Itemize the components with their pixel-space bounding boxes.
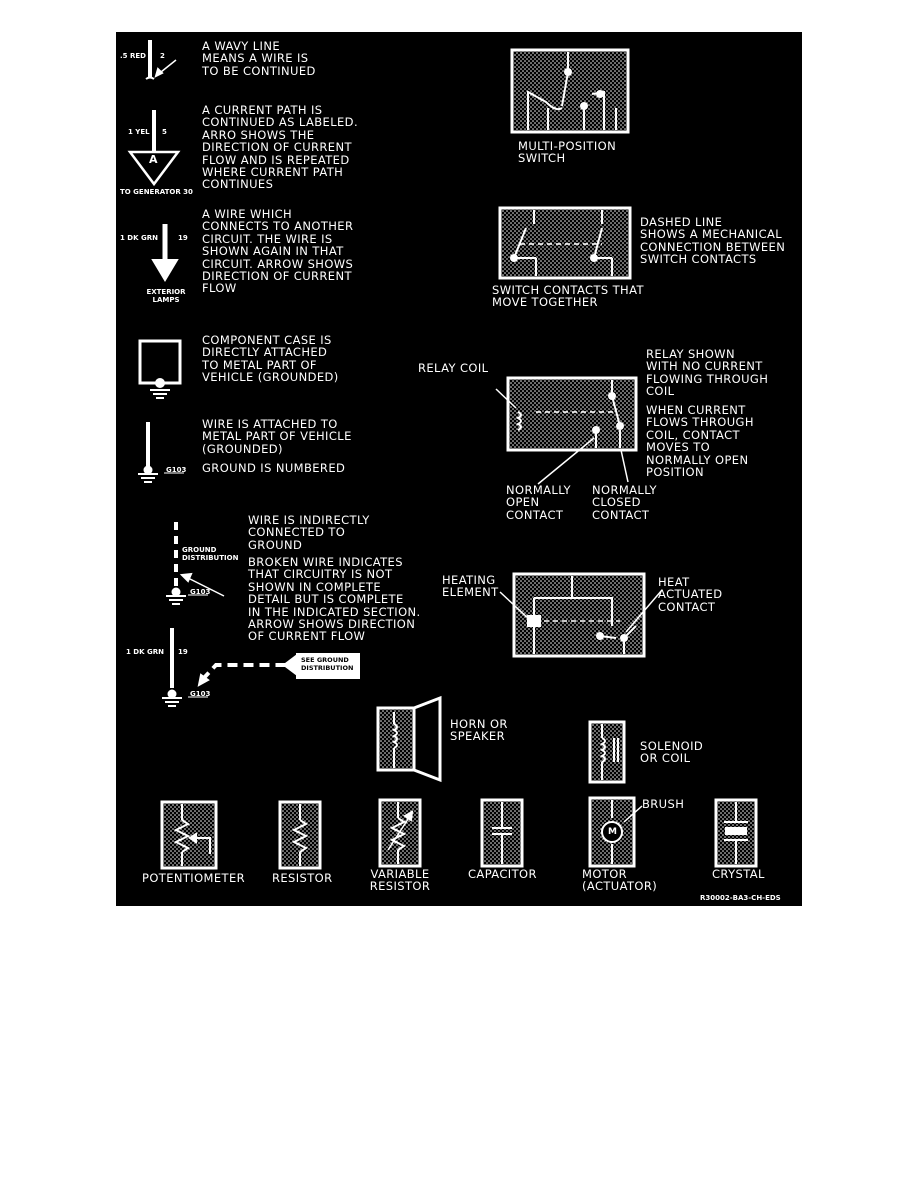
caption-crystal: CRYSTAL bbox=[712, 867, 765, 881]
resistor-symbol bbox=[278, 800, 322, 870]
destination-label: TO GENERATOR 30 bbox=[120, 188, 193, 196]
ground-id-label: G103 bbox=[166, 466, 187, 474]
current-path-symbol bbox=[127, 110, 181, 187]
destination-label: EXTERIOR LAMPS bbox=[146, 288, 186, 304]
wire-color-label: 1 YEL bbox=[128, 128, 150, 136]
crystal-symbol bbox=[714, 798, 758, 868]
multi-position-switch-symbol bbox=[510, 48, 630, 134]
note-normally-closed: NORMALLY CLOSED CONTACT bbox=[592, 483, 657, 522]
circuit-number-label: 5 bbox=[162, 128, 167, 136]
note-wire-attached: WIRE IS ATTACHED TO METAL PART OF VEHICL… bbox=[202, 417, 352, 456]
capacitor-symbol bbox=[480, 798, 524, 868]
circuit-continuation-symbol bbox=[151, 224, 179, 282]
caption-capacitor: CAPACITOR bbox=[468, 867, 537, 881]
legend-panel: .5 RED 2 1 YEL 5 A TO GENERATOR 30 1 DK … bbox=[116, 32, 802, 906]
note-dashed-line: DASHED LINE SHOWS A MECHANICAL CONNECTIO… bbox=[640, 215, 786, 267]
note-relay-current: WHEN CURRENT FLOWS THROUGH COIL, CONTACT… bbox=[646, 403, 754, 480]
see-ground-distribution-box: SEE GROUND DISTRIBUTION bbox=[300, 656, 355, 673]
note-horn: HORN OR SPEAKER bbox=[450, 717, 508, 744]
variable-resistor-symbol bbox=[378, 798, 422, 868]
caption-resistor: RESISTOR bbox=[272, 871, 333, 885]
wire-color-label: .5 RED bbox=[120, 52, 146, 60]
note-solenoid: SOLENOID OR COIL bbox=[640, 739, 704, 766]
wire-color-label: 1 DK GRN bbox=[126, 648, 164, 656]
motor-letter: M bbox=[608, 827, 617, 837]
note-ground-numbered: GROUND IS NUMBERED bbox=[202, 461, 346, 475]
heat-actuated-contact-symbol bbox=[499, 572, 663, 658]
circuit-number-label: 19 bbox=[178, 234, 188, 242]
circuit-number-label: 2 bbox=[160, 52, 165, 60]
note-wavy-line: A WAVY LINE MEANS A WIRE IS TO BE CONTIN… bbox=[202, 39, 316, 78]
figure-id: R30002-BA3-CH-EDS bbox=[700, 894, 781, 902]
ganged-switch-symbol bbox=[498, 206, 632, 280]
note-switch-contacts: SWITCH CONTACTS THAT MOVE TOGETHER bbox=[492, 283, 644, 310]
potentiometer-symbol bbox=[160, 800, 218, 870]
circuit-number-label: 19 bbox=[178, 648, 188, 656]
component-case-ground-symbol bbox=[138, 339, 182, 399]
note-brush: BRUSH bbox=[642, 797, 685, 811]
wavy-wire-symbol bbox=[145, 40, 177, 80]
note-relay-no-current: RELAY SHOWN WITH NO CURRENT FLOWING THRO… bbox=[646, 347, 769, 399]
note-relay-coil: RELAY COIL bbox=[418, 361, 489, 375]
ground-id-label: G103 bbox=[190, 588, 211, 596]
relay-symbol bbox=[495, 376, 638, 485]
motor-symbol bbox=[588, 796, 643, 868]
broken-wire-ground-symbol bbox=[166, 522, 225, 605]
note-broken-wire: BROKEN WIRE INDICATES THAT CIRCUITRY IS … bbox=[248, 555, 421, 644]
note-multi-position-switch: MULTI-POSITION SWITCH bbox=[518, 139, 617, 166]
wire-color-label: 1 DK GRN bbox=[120, 234, 158, 242]
note-wire-connects: A WIRE WHICH CONNECTS TO ANOTHER CIRCUIT… bbox=[202, 207, 354, 296]
wire-ground-symbol bbox=[138, 422, 184, 483]
note-normally-open: NORMALLY OPEN CONTACT bbox=[506, 483, 571, 522]
caption-potentiometer: POTENTIOMETER bbox=[142, 871, 246, 885]
ground-id-label: G103 bbox=[190, 690, 211, 698]
note-component-case: COMPONENT CASE IS DIRECTLY ATTACHED TO M… bbox=[202, 333, 339, 385]
horn-symbol bbox=[376, 695, 442, 783]
note-heat-actuated: HEAT ACTUATED CONTACT bbox=[658, 575, 723, 614]
ground-distribution-label: GROUND DISTRIBUTION bbox=[182, 546, 239, 562]
note-heating-element: HEATING ELEMENT bbox=[442, 573, 499, 600]
symbol-drawing bbox=[127, 40, 758, 870]
caption-motor: MOTOR (ACTUATOR) bbox=[582, 867, 658, 894]
caption-variable-resistor: VARIABLE RESISTOR bbox=[369, 867, 431, 894]
solenoid-symbol bbox=[588, 720, 626, 784]
connector-letter: A bbox=[149, 153, 158, 166]
note-indirect-ground: WIRE IS INDIRECTLY CONNECTED TO GROUND bbox=[248, 513, 370, 552]
note-current-path: A CURRENT PATH IS CONTINUED AS LABELED. … bbox=[202, 103, 358, 192]
